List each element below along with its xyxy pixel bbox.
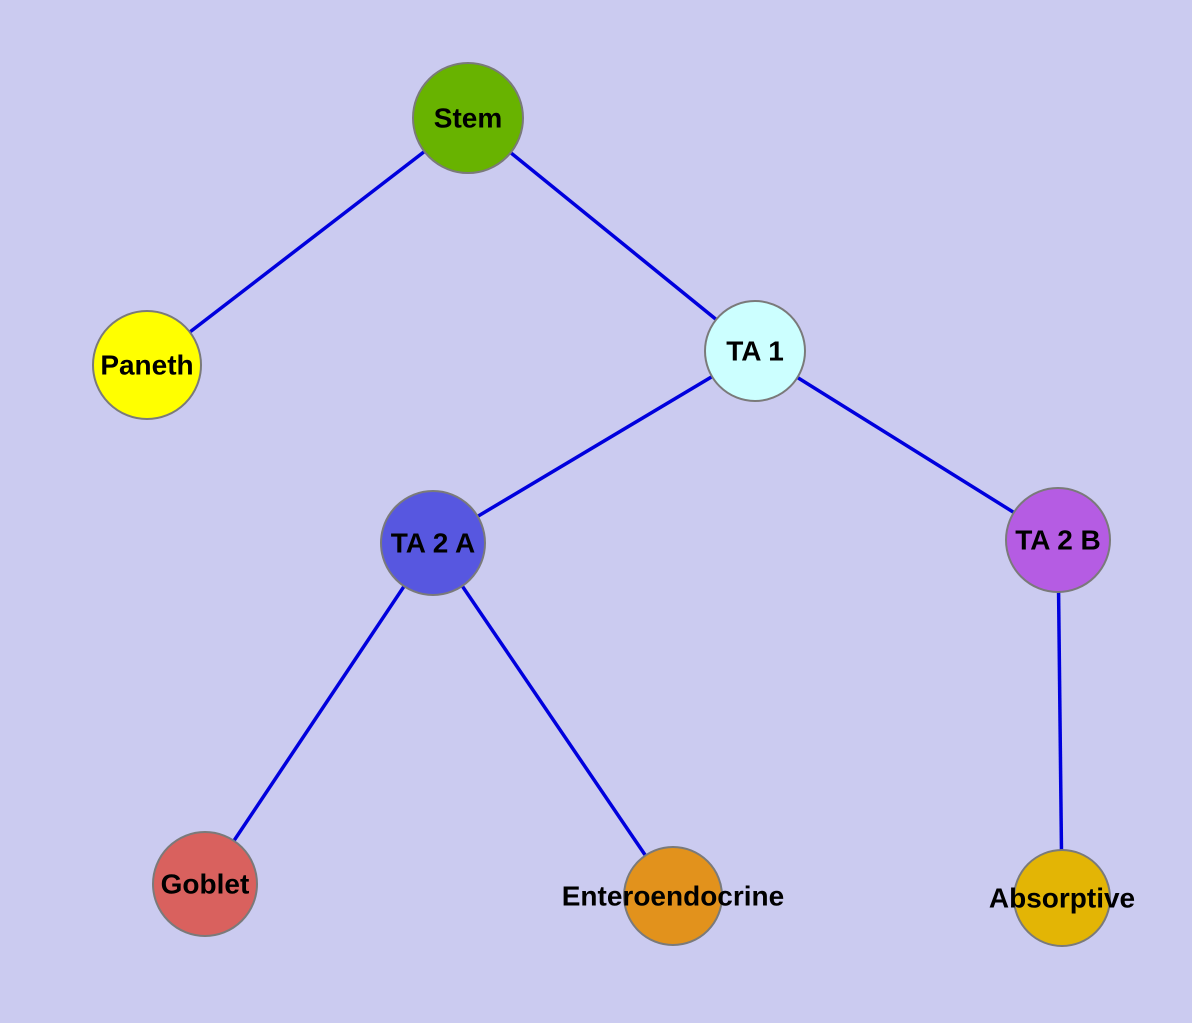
node-stem[interactable]: Stem [412, 62, 524, 174]
node-circle-paneth[interactable] [92, 310, 202, 420]
node-ta2b[interactable]: TA 2 B [1005, 487, 1111, 593]
edge-ta2a-enteroendocrine [431, 542, 675, 897]
node-circle-ta2b[interactable] [1005, 487, 1111, 593]
node-ta1[interactable]: TA 1 [704, 300, 806, 402]
edge-ta2b-absorptive [1056, 539, 1064, 899]
node-absorptive[interactable]: Absorptive [989, 849, 1135, 947]
edge-stem-ta1 [466, 116, 757, 353]
edge-ta1-ta2a [432, 349, 756, 545]
node-ta2a[interactable]: TA 2 A [380, 490, 486, 596]
node-circle-absorptive[interactable] [1013, 849, 1111, 947]
node-circle-ta2a[interactable] [380, 490, 486, 596]
edge-ta2a-goblet [203, 542, 435, 885]
node-enteroendocrine[interactable]: Enteroendocrine [562, 846, 784, 946]
node-circle-ta1[interactable] [704, 300, 806, 402]
node-circle-goblet[interactable] [152, 831, 258, 937]
node-paneth[interactable]: Paneth [92, 310, 202, 420]
node-goblet[interactable]: Goblet [152, 831, 258, 937]
node-circle-stem[interactable] [412, 62, 524, 174]
edge-stem-paneth [145, 116, 470, 367]
edge-ta1-ta2b [754, 349, 1059, 542]
node-circle-enteroendocrine[interactable] [623, 846, 723, 946]
